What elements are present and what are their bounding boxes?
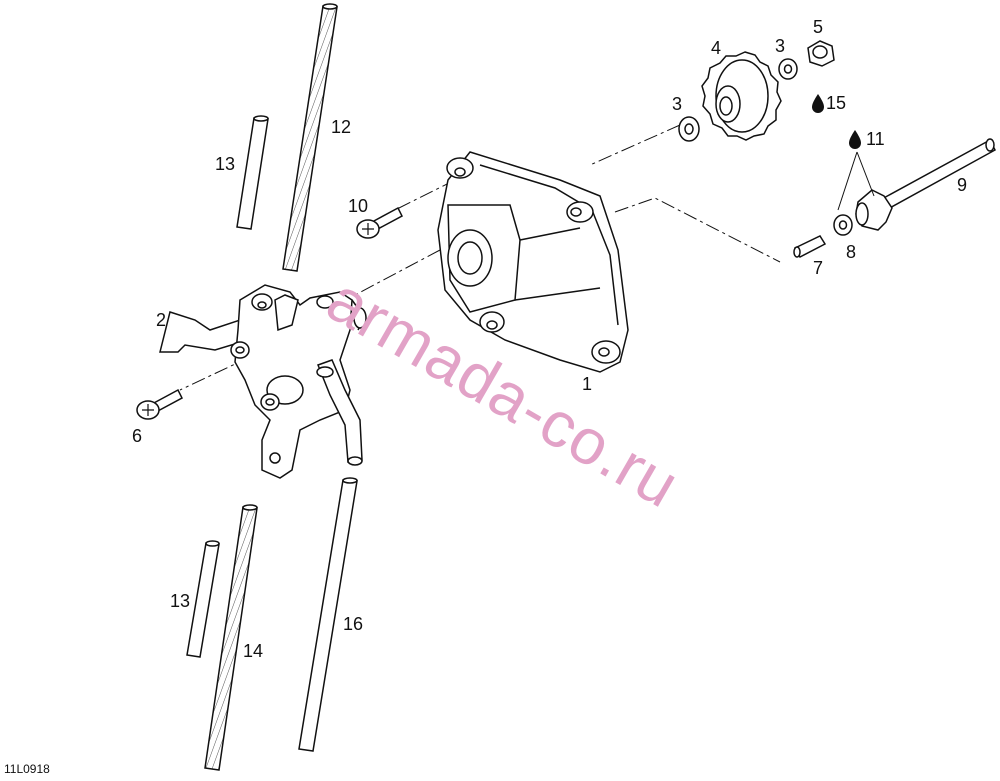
tube-13-top (236, 115, 269, 230)
callout-3-right: 3 (775, 36, 786, 56)
pin-7 (793, 235, 827, 259)
washer-3-left (678, 116, 700, 142)
oil-pump-assembly (159, 284, 367, 479)
pump-cover-1 (437, 151, 629, 373)
callout-13-bottom: 13 (170, 591, 191, 611)
hose-14 (204, 504, 258, 771)
callout-4: 4 (711, 38, 722, 58)
callout-14: 14 (243, 641, 264, 661)
screw-10 (356, 206, 403, 239)
callout-6: 6 (132, 426, 143, 446)
callout-2: 2 (156, 310, 167, 330)
callout-13-top: 13 (215, 154, 236, 174)
callout-9: 9 (957, 175, 968, 195)
callout-8: 8 (846, 242, 857, 262)
callout-7: 7 (813, 258, 824, 278)
tube-16 (298, 477, 358, 752)
leader-lines-11 (837, 151, 875, 211)
callout-5: 5 (813, 17, 824, 37)
washer-3-right (778, 58, 798, 80)
nut-5 (807, 40, 835, 67)
callout-15: 15 (826, 93, 847, 113)
callout-1: 1 (582, 374, 593, 394)
oil-drop-icon-11 (849, 130, 861, 149)
drawing-code: 11L0918 (4, 762, 50, 776)
screw-6 (136, 388, 183, 420)
callout-10: 10 (348, 196, 369, 216)
shaft-9 (855, 138, 996, 231)
gear-4 (701, 51, 782, 141)
tube-13-bottom (186, 540, 220, 658)
hose-12 (282, 3, 338, 272)
washer-8 (833, 214, 853, 236)
oil-drop-icon-15 (812, 94, 824, 113)
callout-3-left: 3 (672, 94, 683, 114)
callout-16: 16 (343, 614, 364, 634)
callout-11: 11 (866, 129, 885, 149)
callout-12: 12 (331, 117, 352, 137)
